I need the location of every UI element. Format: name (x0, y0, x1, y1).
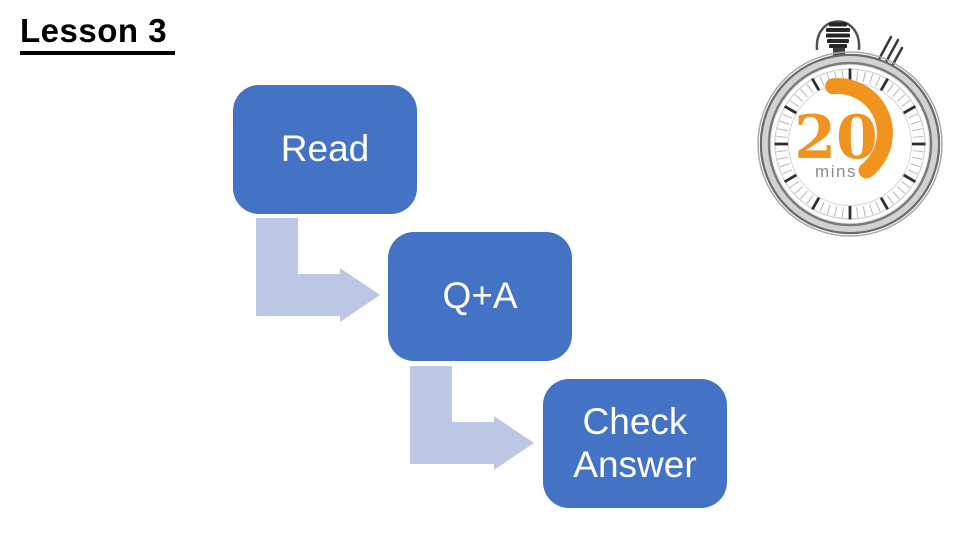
flow-step-read: Read (233, 85, 417, 214)
flow-step-check-answer-label: Check Answer (573, 400, 697, 485)
stopwatch-tick-marks (774, 68, 926, 220)
timer-value: 20 (794, 103, 878, 173)
flow-step-read-label: Read (280, 128, 370, 170)
bent-arrow-read-to-qa (256, 218, 380, 322)
stopwatch-timer-image: 20 mins (757, 20, 943, 237)
flow-step-qa: Q+A (388, 232, 572, 361)
timer-progress-arc (825, 78, 893, 179)
stopwatch-loop (815, 20, 861, 51)
bent-arrow-qa-to-check (410, 366, 534, 470)
slide-title: Lesson 3 (20, 12, 176, 55)
stopwatch-ring (757, 51, 943, 237)
flow-step-qa-label: Q+A (442, 275, 518, 317)
flow-step-check-answer: Check Answer (543, 379, 727, 508)
timer-unit: mins (815, 162, 857, 181)
